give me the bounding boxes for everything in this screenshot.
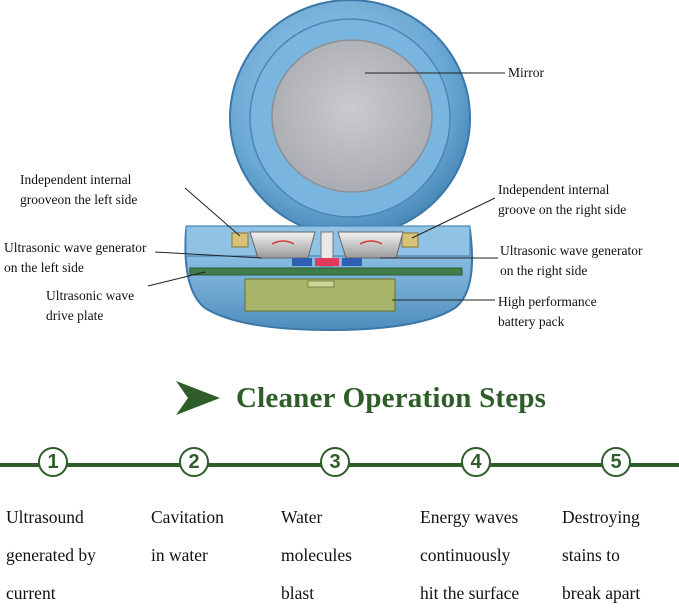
step-text-5: Destroying stains to break apart bbox=[562, 507, 641, 603]
device-diagram: Mirror Independent internal grooveon the… bbox=[4, 0, 643, 332]
step-number-5: 5 bbox=[601, 447, 631, 477]
label-drive-plate: Ultrasonic wave drive plate bbox=[46, 288, 135, 323]
step-text-1: Ultrasound generated by current bbox=[6, 507, 96, 603]
left-groove bbox=[231, 232, 249, 248]
label-left-generator: Ultrasonic wave generator on the left si… bbox=[4, 240, 147, 275]
step-text-4: Energy waves continuously hit the surfac… bbox=[420, 507, 520, 603]
leader-lines bbox=[147, 72, 505, 301]
step-number-4: 4 bbox=[461, 447, 491, 477]
heading-title: Cleaner Operation Steps bbox=[236, 381, 547, 414]
cleaner-device-illustration bbox=[147, 0, 505, 332]
section-heading: Cleaner Operation Steps bbox=[176, 378, 546, 418]
mirror-glass bbox=[271, 39, 433, 193]
step-number-2: 2 bbox=[179, 447, 209, 477]
step-text-2: Cavitation in water bbox=[151, 507, 224, 565]
right-generator bbox=[337, 231, 404, 259]
label-left-groove: Independent internal grooveon the left s… bbox=[20, 172, 138, 207]
step-number-1: 1 bbox=[38, 447, 68, 477]
step-number-3: 3 bbox=[320, 447, 350, 477]
drive-plate bbox=[189, 267, 463, 276]
left-generator bbox=[249, 231, 316, 259]
battery-pack bbox=[244, 278, 396, 312]
step-text-3: Water molecules blast bbox=[281, 507, 352, 603]
label-right-generator: Ultrasonic wave generator on the right s… bbox=[500, 243, 643, 278]
right-groove bbox=[401, 232, 419, 248]
label-mirror: Mirror bbox=[508, 65, 544, 80]
arrow-right-icon bbox=[176, 381, 220, 415]
label-right-groove: Independent internal groove on the right… bbox=[498, 182, 627, 217]
label-battery: High performance battery pack bbox=[498, 294, 597, 329]
